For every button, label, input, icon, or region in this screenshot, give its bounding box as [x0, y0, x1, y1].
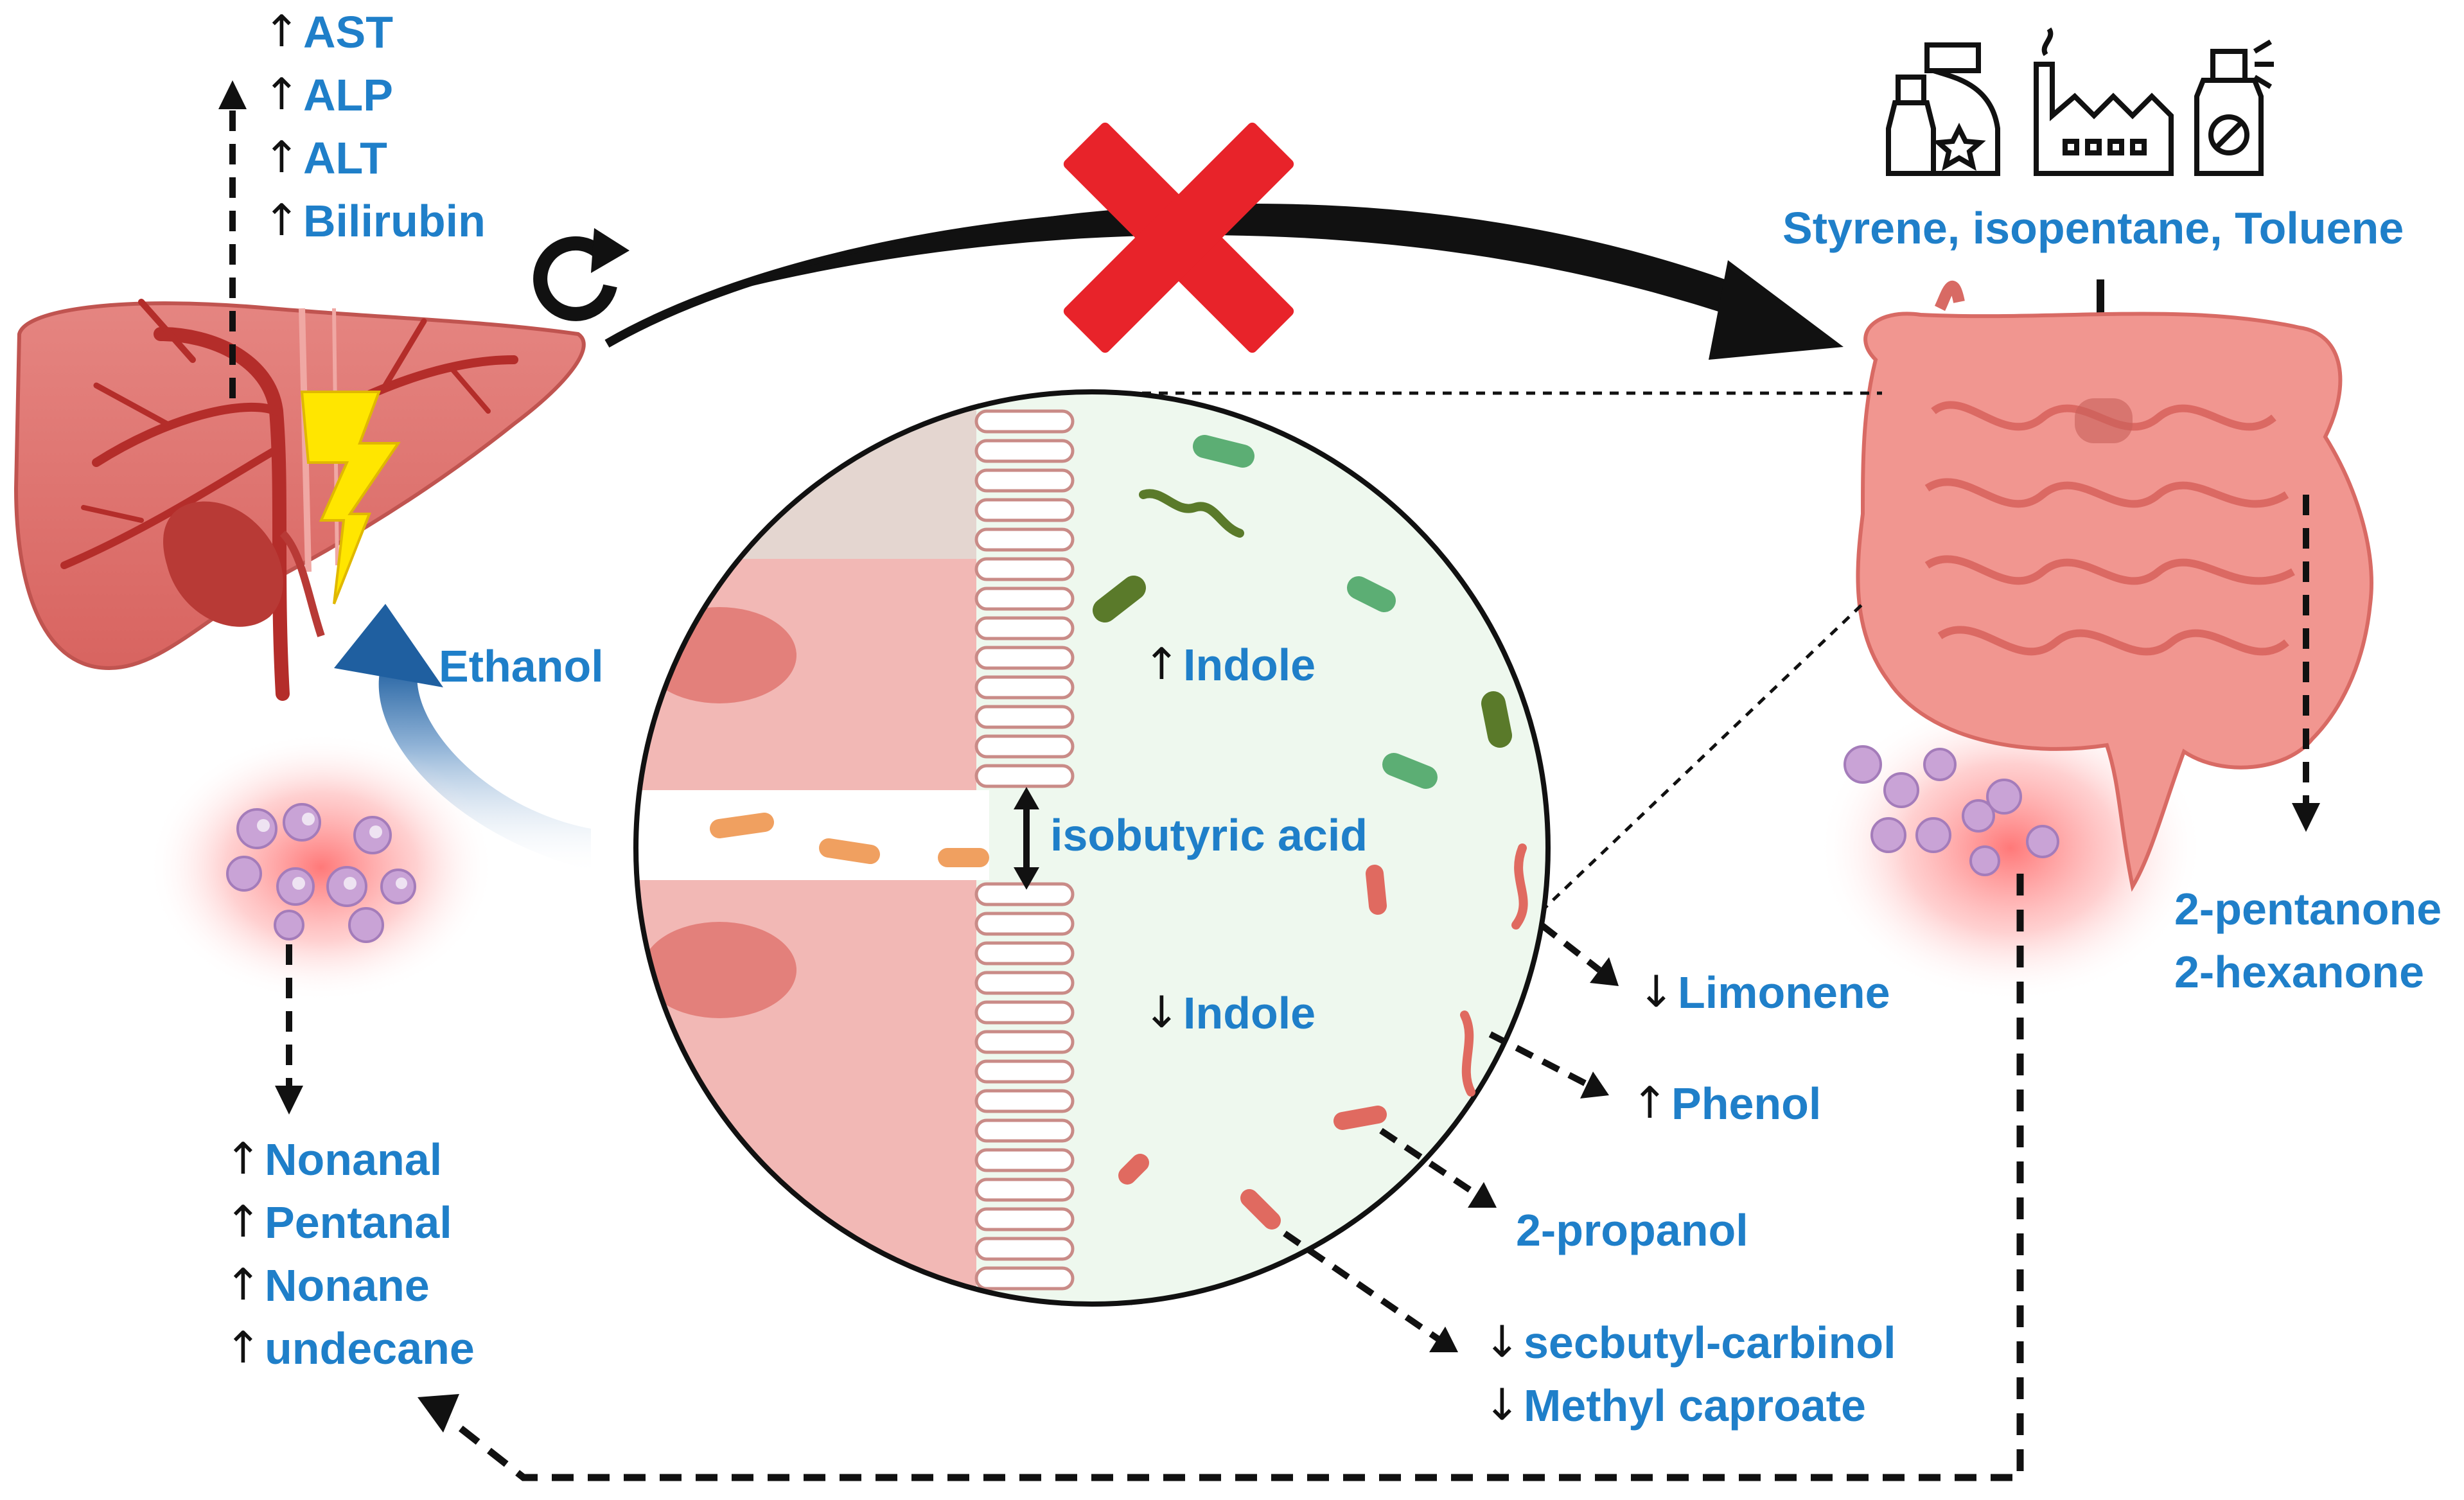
villus	[974, 557, 1075, 581]
bacteria-icon	[710, 435, 1528, 1230]
factory-icon	[2034, 27, 2174, 176]
villus	[974, 1266, 1075, 1291]
gut-voc-hexanone: 2-hexanone	[2174, 947, 2424, 997]
feedback-arrow	[418, 874, 2024, 1481]
villus	[974, 527, 1075, 552]
voc-nonanal: ↑Nonanal	[225, 1134, 443, 1185]
cross-icon	[1063, 122, 1294, 353]
villus	[974, 882, 1075, 906]
voc-phenol: ↑Phenol	[1632, 1078, 1822, 1129]
villus	[974, 1118, 1075, 1143]
environment-label: Styrene, isopentane, Toluene	[1782, 203, 2404, 253]
villus	[974, 468, 1075, 493]
isobutyric-label: isobutyric acid	[1050, 810, 1368, 860]
gut-lumen-zoom-circle	[636, 392, 1548, 1304]
villus	[974, 912, 1075, 936]
spray-bottle-icon	[2194, 39, 2274, 176]
immune-cells-icon	[148, 732, 495, 1002]
bacterial-voc-arrows	[1283, 922, 1602, 1343]
villus	[974, 675, 1075, 700]
villus	[974, 1148, 1075, 1172]
villus	[974, 1237, 1075, 1261]
villus	[974, 616, 1075, 640]
voc-pentanal: ↑Pentanal	[225, 1197, 452, 1248]
villus	[974, 498, 1075, 522]
indole-up-label: ↑Indole	[1143, 639, 1316, 690]
villus	[974, 764, 1075, 788]
refresh-icon	[533, 228, 629, 321]
voc-nonane: ↑Nonane	[225, 1260, 430, 1310]
inflammation-arrow	[275, 944, 303, 1115]
villus	[974, 705, 1075, 729]
gut-voc-pentanone: 2-pentanone	[2174, 884, 2442, 934]
bottles-icon	[1886, 42, 2000, 176]
voc-2-propanol: 2-propanol	[1516, 1205, 1748, 1255]
villus	[974, 734, 1075, 759]
villus	[974, 1207, 1075, 1231]
bacterial-voc-arrowheads	[1429, 957, 1619, 1352]
villus	[974, 1030, 1075, 1054]
villus	[974, 941, 1075, 966]
indole-down-label: ↓Indole	[1143, 987, 1316, 1038]
liver-marker-alt: ↑ALT	[263, 132, 387, 183]
liver-marker-alp: ↑ALP	[263, 69, 393, 120]
villus	[974, 1089, 1075, 1113]
voc-undecane: ↑undecane	[225, 1323, 475, 1373]
villus	[974, 1178, 1075, 1202]
villus	[974, 409, 1075, 434]
liver-icon	[13, 299, 586, 701]
ethanol-label: Ethanol	[439, 641, 604, 691]
liver-marker-bilirubin: ↑Bilirubin	[263, 195, 486, 246]
liver-marker-ast: ↑AST	[263, 6, 393, 57]
gut-vocs-arrow	[2292, 495, 2320, 832]
intestine-icon	[1818, 280, 2373, 1002]
villus	[974, 587, 1075, 611]
villus	[974, 971, 1075, 995]
voc-secbutyl-carbinol: ↓secbutyl-carbinol	[1484, 1317, 1896, 1368]
voc-limonene: ↓Limonene	[1638, 967, 1890, 1018]
isobutyric-double-arrow	[1014, 787, 1039, 890]
voc-methyl-caproate: ↓Methyl caproate	[1484, 1380, 1866, 1431]
lightning-icon	[300, 391, 401, 604]
zoom-circle-border	[633, 389, 1551, 1307]
liver-markers-arrow	[218, 80, 247, 398]
ethanol-arrow	[334, 604, 591, 870]
villus	[974, 646, 1075, 670]
villus	[974, 1000, 1075, 1025]
villus	[974, 1059, 1075, 1084]
villus	[974, 439, 1075, 463]
